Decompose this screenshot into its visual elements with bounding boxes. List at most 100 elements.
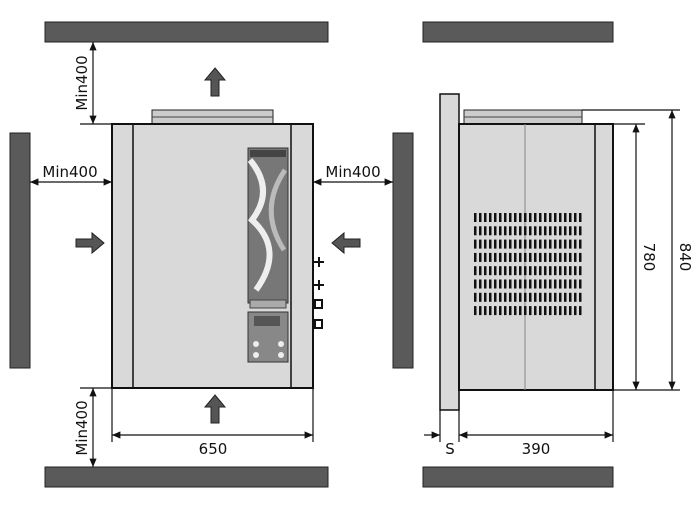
vent-slot [554,226,557,236]
vent-slot [494,252,497,262]
vent-slot [489,266,492,276]
vent-slot [539,226,542,236]
clearance-right-label: Min400 [325,163,380,181]
vent-slot [499,292,502,302]
width-label: 650 [199,440,228,458]
vent-slot [479,279,482,289]
vent-slot [494,306,497,316]
vent-slot [549,306,552,316]
vent-slot [534,292,537,302]
vent-slot [514,226,517,236]
vent-slot [529,213,532,222]
vent-slot [579,239,582,249]
vent-slot [534,213,537,222]
vent-slot [579,279,582,289]
vent-slot [579,226,582,236]
vent-slot [479,226,482,236]
vent-slot [479,292,482,302]
wall-bottom-front [44,466,329,488]
vent-slot [549,279,552,289]
vent-slot [544,226,547,236]
vent-slot [519,292,522,302]
vent-slot [559,279,562,289]
vent-slot [534,266,537,276]
vent-slot [494,226,497,236]
vent-slot [564,226,567,236]
vent-slot [509,292,512,302]
vent-slot [539,292,542,302]
vent-slot [554,213,557,222]
vent-slot [559,292,562,302]
vent-slot [484,252,487,262]
vent-slot [579,252,582,262]
vent-slot [509,266,512,276]
vent-slot [514,279,517,289]
vent-slot [534,226,537,236]
vent-slot [564,213,567,222]
side-unit [439,93,614,411]
vent-slot [489,306,492,316]
wall-gap-label: S [445,440,455,458]
vent-slot [484,213,487,222]
vent-slot [574,252,577,262]
vent-slot [499,226,502,236]
vent-slot [539,306,542,316]
vent-slot [524,306,527,316]
vent-slot [554,266,557,276]
wall-bottom-side [422,466,614,488]
vent-slot [554,292,557,302]
vent-slot [549,292,552,302]
vent-slot [544,279,547,289]
vent-slot [504,306,507,316]
vent-slot [474,213,477,222]
vent-slot [549,252,552,262]
vent-slot [534,306,537,316]
vent-slot [539,279,542,289]
vent-slot [489,279,492,289]
vent-slot [544,292,547,302]
vent-slot [504,252,507,262]
vent-slot [539,266,542,276]
vent-slot [509,279,512,289]
vent-slot [484,266,487,276]
vent-slot [499,306,502,316]
vent-slot [474,306,477,316]
vent-slot [524,239,527,249]
wall-left [9,132,31,369]
vent-slot [519,213,522,222]
vent-slot [524,279,527,289]
vent-slot [509,252,512,262]
vent-slot [574,279,577,289]
vent-slot [534,252,537,262]
total-height-label: 840 [676,243,694,272]
vent-slot [484,226,487,236]
clearance-left-label: Min400 [42,163,97,181]
vent-slot [514,252,517,262]
vent-slot [574,306,577,316]
vent-slot [529,226,532,236]
vent-slot [474,279,477,289]
vent-slot [494,279,497,289]
vent-slot [484,292,487,302]
vent-slot [579,292,582,302]
vent-slot [564,279,567,289]
vent-slot [559,226,562,236]
wall-top-side [422,21,614,43]
vent-slot [509,239,512,249]
vent-slot [514,239,517,249]
control-panel [247,147,289,363]
vent-slot [499,279,502,289]
front-unit [111,109,324,389]
vent-slot [504,266,507,276]
vent-slot [519,226,522,236]
vent-slot [529,292,532,302]
vent-slot [504,279,507,289]
vent-slot [569,279,572,289]
vent-slot [484,279,487,289]
vent-slot [489,226,492,236]
vent-slot [554,239,557,249]
vent-slot [544,252,547,262]
vent-slot [479,252,482,262]
vent-slot [514,306,517,316]
vent-slot [569,239,572,249]
